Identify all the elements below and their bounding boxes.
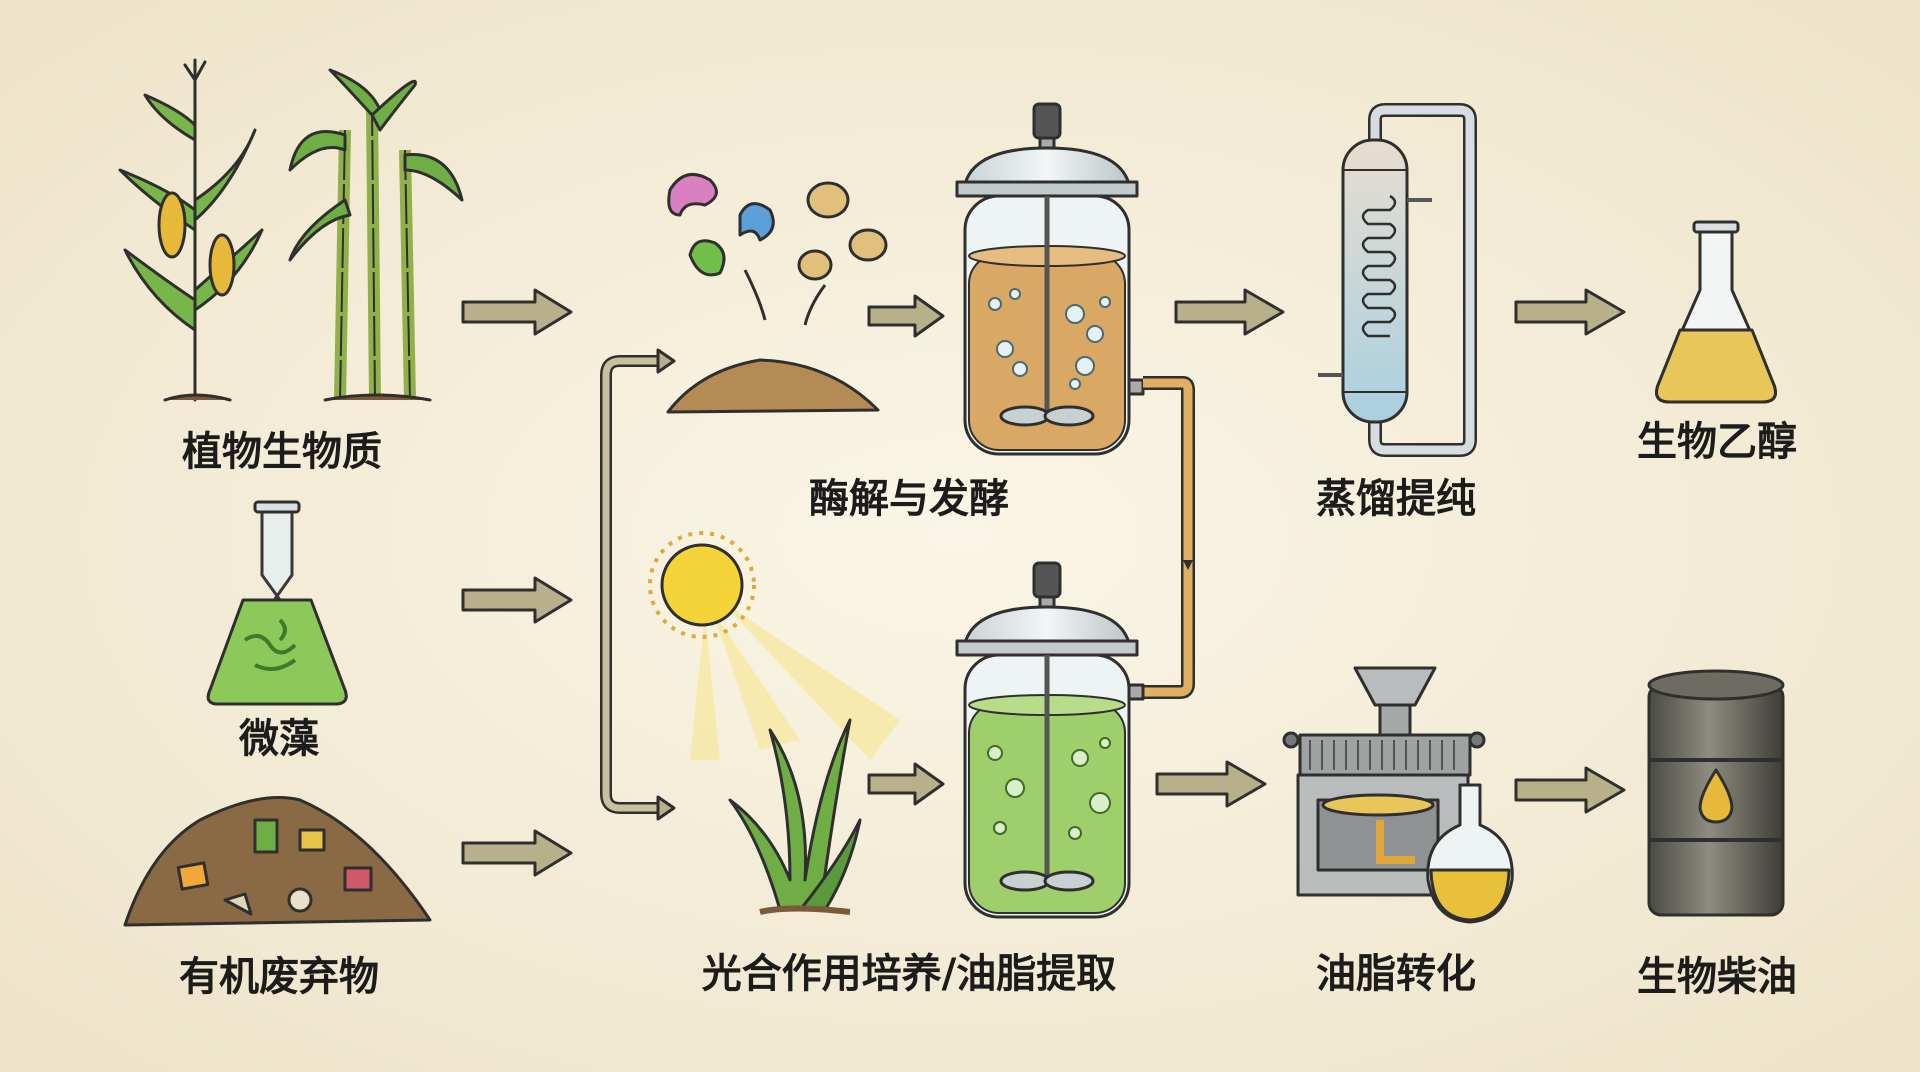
- arrow-conversion-to-biodiesel: [1514, 766, 1626, 814]
- biodiesel-barrel-icon: [1647, 669, 1785, 917]
- label-biodiesel: 生物柴油: [1637, 954, 1797, 1000]
- algae-bioreactor-icon: [955, 561, 1145, 919]
- arrow-bioreactor-to-conversion: [1155, 760, 1267, 808]
- label-photosynthesis-oil-extraction: 光合作用培养/油脂提取: [702, 951, 1117, 997]
- enzyme-illustration: [666, 172, 888, 414]
- seaweed-icon: [728, 718, 862, 915]
- oil-press-icon: [1282, 666, 1514, 924]
- distillation-column-icon: [1318, 103, 1477, 457]
- arrow-biomass-to-fermenter: [867, 294, 945, 338]
- arrow-algae-to-bioreactor: [867, 762, 945, 806]
- label-bioethanol: 生物乙醇: [1637, 419, 1797, 465]
- label-organic-waste: 有机废弃物: [179, 954, 379, 1000]
- microalgae-flask-icon: [206, 500, 348, 706]
- arrow-algae-to-process: [461, 576, 573, 624]
- label-distillation: 蒸馏提纯: [1316, 476, 1476, 522]
- arrow-fermenter-to-distillation: [1174, 288, 1285, 336]
- label-plant-biomass: 植物生物质: [182, 429, 382, 475]
- bioethanol-flask-icon: [1655, 220, 1777, 404]
- plant-biomass-illustration: [118, 58, 464, 402]
- corn-plant-icon: [118, 58, 264, 402]
- label-enzymatic-fermentation: 酶解与发酵: [809, 476, 1009, 522]
- arrow-plant-to-process: [461, 288, 573, 336]
- fermentation-reactor-icon: [955, 102, 1145, 456]
- arrow-waste-to-process: [461, 829, 573, 877]
- arrow-distillation-to-ethanol: [1514, 288, 1626, 336]
- organic-waste-pile-icon: [123, 796, 432, 927]
- flow-arrows: [461, 288, 1626, 877]
- sun-icon: [648, 531, 900, 760]
- label-microalgae: 微藻: [238, 716, 320, 762]
- label-oil-conversion: 油脂转化: [1316, 951, 1476, 997]
- sugarcane-plant-icon: [288, 68, 464, 402]
